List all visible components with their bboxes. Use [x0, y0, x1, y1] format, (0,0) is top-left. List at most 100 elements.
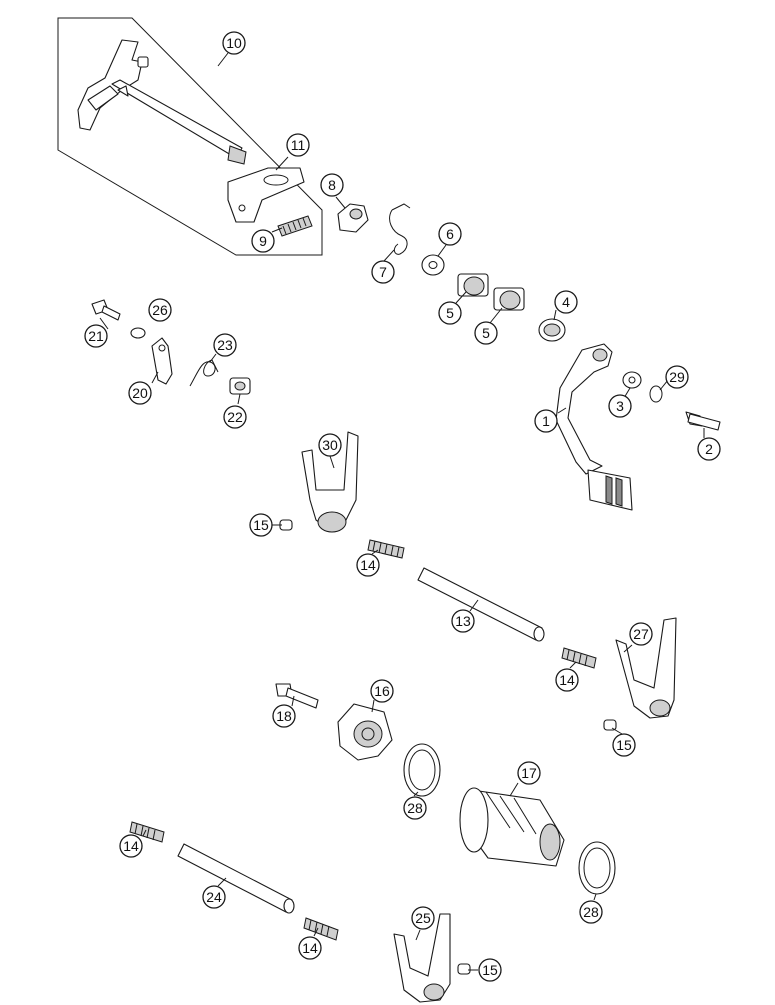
callout-11: 11	[286, 133, 310, 157]
part-14-spring-d	[303, 917, 339, 941]
svg-text:15: 15	[253, 517, 269, 533]
callout-5-b: 5	[474, 321, 498, 345]
svg-text:18: 18	[276, 708, 292, 724]
svg-text:16: 16	[374, 683, 390, 699]
callout-15-b: 15	[612, 733, 636, 757]
svg-text:22: 22	[227, 409, 243, 425]
part-2-bolt	[685, 411, 721, 431]
callout-26: 26	[148, 298, 172, 322]
part-14-spring-a	[367, 539, 405, 559]
callout-4: 4	[554, 290, 578, 314]
svg-text:17: 17	[521, 765, 537, 781]
part-9-spring	[277, 215, 313, 237]
part-11-shift-plate	[227, 167, 305, 223]
part-21-bolt	[91, 299, 121, 321]
part-3-washer	[622, 371, 642, 389]
callout-6: 6	[438, 222, 462, 246]
callout-10: 10	[222, 31, 246, 55]
part-13-shift-rail	[417, 567, 545, 642]
svg-text:14: 14	[302, 940, 318, 956]
part-16-shift-cam	[337, 703, 393, 761]
callout-9: 9	[251, 229, 275, 253]
svg-text:1: 1	[542, 413, 550, 429]
callout-28-b: 28	[579, 900, 603, 924]
callout-18: 18	[272, 704, 296, 728]
part-28-bearing-a	[403, 743, 441, 797]
callout-16: 16	[370, 679, 394, 703]
part-22-roller	[229, 377, 251, 395]
part-25-shift-fork	[393, 913, 451, 1003]
part-15-pin-b	[603, 719, 617, 731]
callout-23: 23	[213, 333, 237, 357]
svg-text:3: 3	[616, 398, 624, 414]
svg-text:14: 14	[559, 672, 575, 688]
callout-14-a: 14	[356, 553, 380, 577]
callout-27: 27	[629, 622, 653, 646]
part-28-bearing-b	[578, 841, 616, 895]
part-7-spring	[389, 203, 411, 255]
svg-text:26: 26	[152, 302, 168, 318]
part-5-needle-bearing-b	[493, 287, 525, 311]
svg-text:14: 14	[123, 838, 139, 854]
callout-1: 1	[534, 409, 558, 433]
svg-text:6: 6	[446, 226, 454, 242]
part-8-bushing	[337, 203, 369, 233]
svg-text:5: 5	[446, 305, 454, 321]
svg-text:14: 14	[360, 557, 376, 573]
callout-7: 7	[371, 260, 395, 284]
svg-text:15: 15	[482, 962, 498, 978]
callout-15-a: 15	[249, 513, 273, 537]
svg-text:11: 11	[291, 137, 306, 153]
callout-17: 17	[517, 761, 541, 785]
svg-text:28: 28	[583, 904, 599, 920]
part-18-bolt	[275, 683, 319, 709]
svg-text:21: 21	[88, 328, 104, 344]
svg-text:25: 25	[415, 910, 431, 926]
part-14-spring-b	[561, 647, 597, 669]
svg-text:2: 2	[705, 441, 713, 457]
callout-21: 21	[84, 324, 108, 348]
svg-text:29: 29	[669, 369, 685, 385]
part-6-washer	[421, 254, 445, 276]
part-4-seal-ring	[538, 318, 566, 342]
callout-24: 24	[202, 885, 226, 909]
svg-text:15: 15	[616, 737, 632, 753]
shift-shaft-assembly-inset	[57, 17, 323, 256]
callout-14-b: 14	[555, 668, 579, 692]
leader-lines	[99, 52, 705, 971]
part-23-spring	[189, 359, 219, 387]
svg-text:23: 23	[217, 337, 233, 353]
callout-5-a: 5	[438, 301, 462, 325]
part-29-lock-washer	[649, 385, 663, 403]
svg-text:4: 4	[562, 294, 570, 310]
part-17-shift-drum	[459, 787, 565, 867]
part-26-washer	[130, 327, 146, 339]
callout-22: 22	[223, 405, 247, 429]
svg-text:9: 9	[259, 233, 267, 249]
callout-30: 30	[318, 433, 342, 457]
callout-25: 25	[411, 906, 435, 930]
svg-text:13: 13	[455, 613, 471, 629]
svg-text:28: 28	[407, 800, 423, 816]
callout-15-c: 15	[478, 958, 502, 982]
part-14-spring-c	[129, 821, 165, 843]
part-24-shift-rail	[177, 843, 295, 914]
callout-29: 29	[665, 365, 689, 389]
part-27-shift-fork	[615, 617, 677, 719]
svg-text:20: 20	[132, 385, 148, 401]
svg-text:8: 8	[328, 177, 336, 193]
callout-2: 2	[697, 437, 721, 461]
callout-8: 8	[320, 173, 344, 197]
svg-text:24: 24	[206, 889, 222, 905]
svg-text:7: 7	[379, 264, 387, 280]
part-10-shift-shaft	[77, 39, 247, 165]
svg-text:10: 10	[226, 35, 242, 51]
svg-text:5: 5	[482, 325, 490, 341]
part-1-shift-lever	[555, 343, 633, 511]
svg-text:30: 30	[322, 437, 338, 453]
callout-28-a: 28	[403, 796, 427, 820]
callout-3: 3	[608, 394, 632, 418]
part-20-lever	[151, 337, 173, 385]
callout-20: 20	[128, 381, 152, 405]
